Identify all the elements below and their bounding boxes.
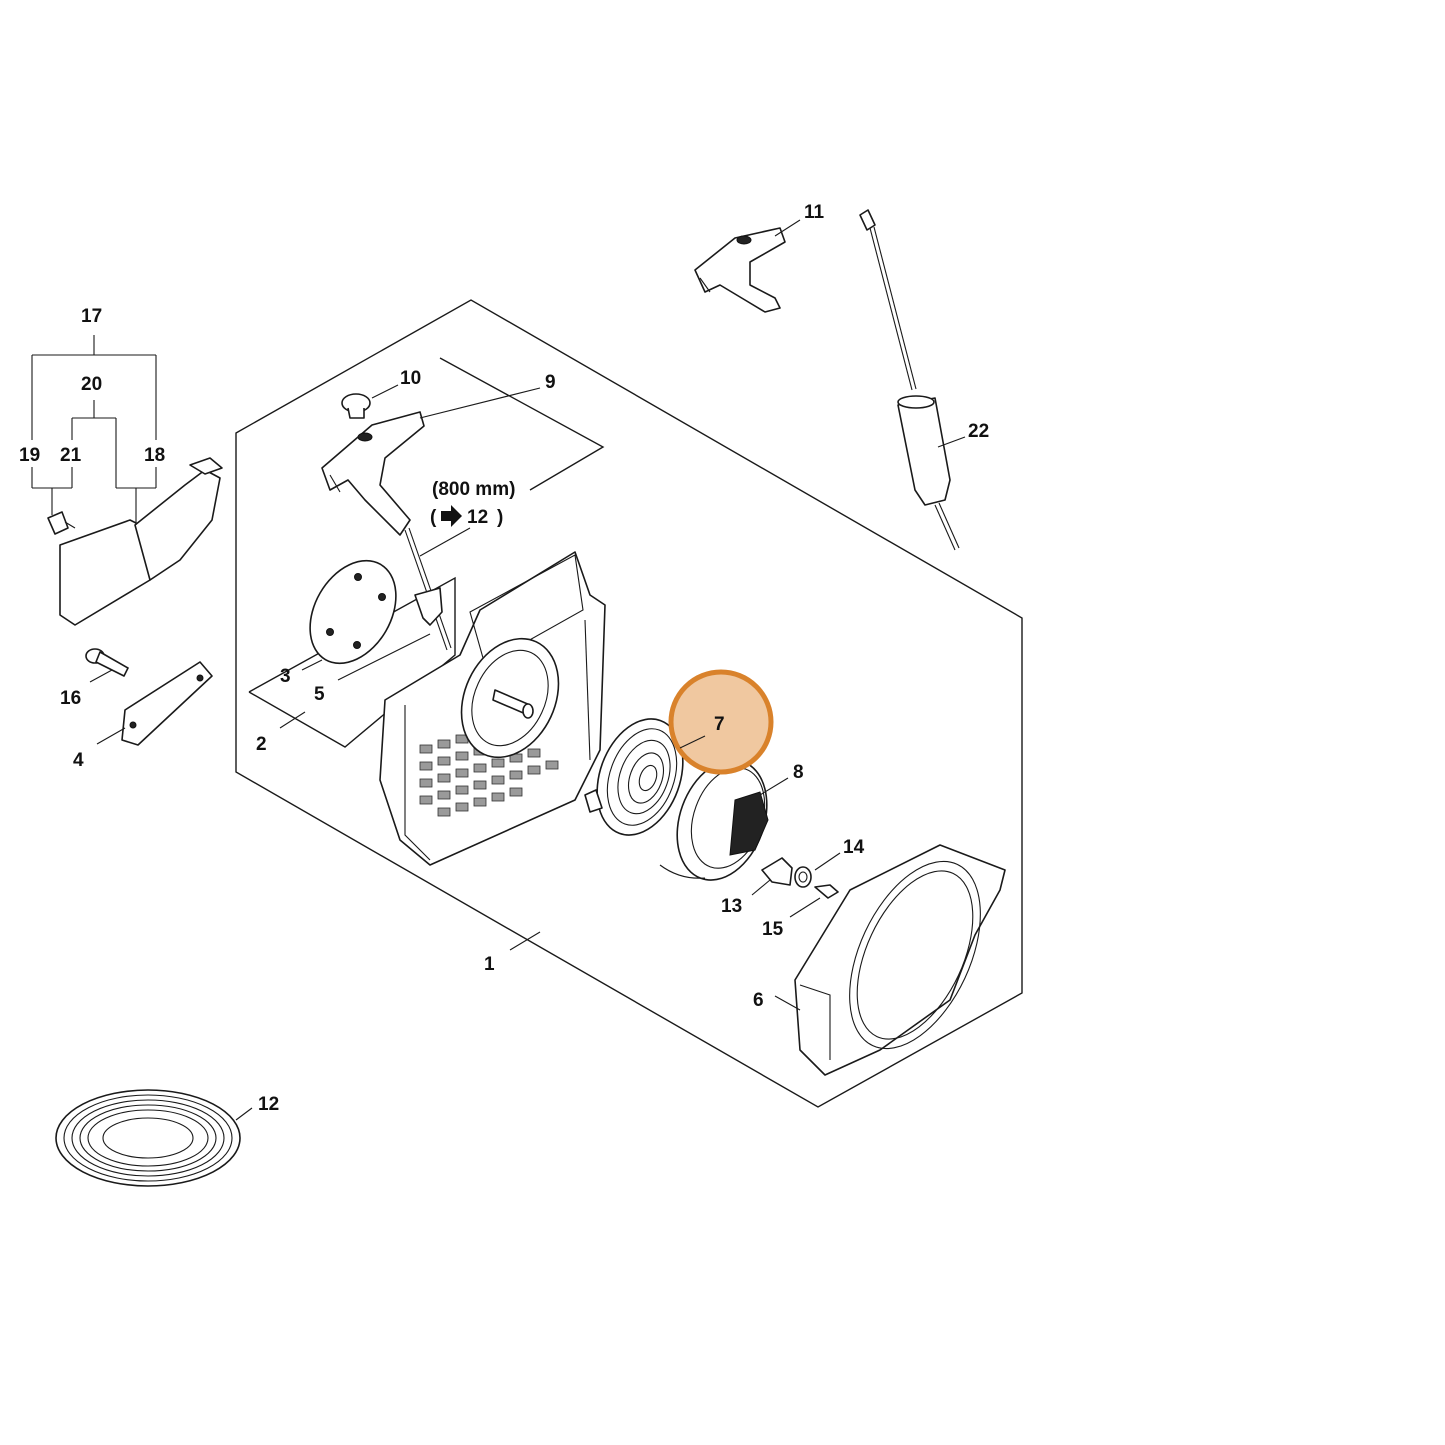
label-part-2: 2 — [256, 734, 267, 755]
label-part-20: 20 — [81, 374, 102, 395]
rope-ref-close: ) — [497, 507, 503, 528]
label-part-22: 22 — [968, 421, 989, 442]
label-part-4: 4 — [73, 750, 84, 771]
label-part-19: 19 — [19, 445, 40, 466]
rope-rotor-part[interactable] — [659, 747, 783, 892]
label-part-12: 12 — [258, 1094, 279, 1115]
label-part-21: 21 — [60, 445, 82, 466]
pawl-part[interactable] — [761, 857, 793, 886]
label-part-15: 15 — [762, 919, 784, 940]
label-part-6: 6 — [753, 990, 764, 1011]
fan-cover-part[interactable] — [794, 841, 1007, 1076]
side-plate-assembly-part[interactable] — [47, 457, 223, 626]
rope-ref-part: 12 — [467, 507, 488, 528]
label-part-7[interactable]: 7 — [714, 714, 725, 735]
cover-plate-part[interactable] — [121, 661, 213, 746]
rope-length-note: (800 mm) — [432, 479, 515, 500]
label-part-14: 14 — [843, 837, 865, 858]
starter-grip-with-rope-part[interactable] — [321, 411, 452, 651]
assembly-frame — [235, 299, 1023, 1108]
starter-rope-coil-part[interactable] — [55, 1089, 241, 1187]
label-part-10: 10 — [400, 368, 421, 389]
fan-housing-part[interactable] — [379, 551, 606, 866]
leader-lines — [89, 219, 966, 1121]
label-part-11: 11 — [804, 202, 825, 223]
label-part-8: 8 — [793, 762, 804, 783]
rewind-spring-part[interactable] — [582, 707, 698, 847]
label-part-13: 13 — [721, 896, 742, 917]
label-part-5: 5 — [314, 684, 325, 705]
starter-rope-part[interactable] — [859, 209, 960, 551]
label-part-3: 3 — [280, 666, 291, 687]
label-part-9: 9 — [545, 372, 556, 393]
rope-ref-open: ( — [430, 507, 437, 528]
screw-part[interactable] — [85, 648, 129, 677]
rope-subframe — [439, 357, 605, 491]
label-part-17: 17 — [81, 306, 102, 327]
rope-reference-note: ( 12 ) — [430, 505, 503, 528]
label-part-1: 1 — [484, 954, 495, 975]
spring-housing-disc-part[interactable] — [293, 545, 414, 678]
washer-part[interactable] — [794, 866, 812, 888]
highlight-marker[interactable] — [668, 669, 774, 775]
spring-clip-part[interactable] — [814, 884, 839, 899]
starter-grip-part[interactable] — [694, 227, 786, 313]
label-part-16: 16 — [60, 688, 81, 709]
plug-part[interactable] — [341, 393, 371, 419]
highlight-leader — [679, 735, 706, 749]
part-group-bracket — [31, 335, 157, 525]
label-part-18: 18 — [144, 445, 165, 466]
arrow-right-icon — [441, 505, 462, 527]
